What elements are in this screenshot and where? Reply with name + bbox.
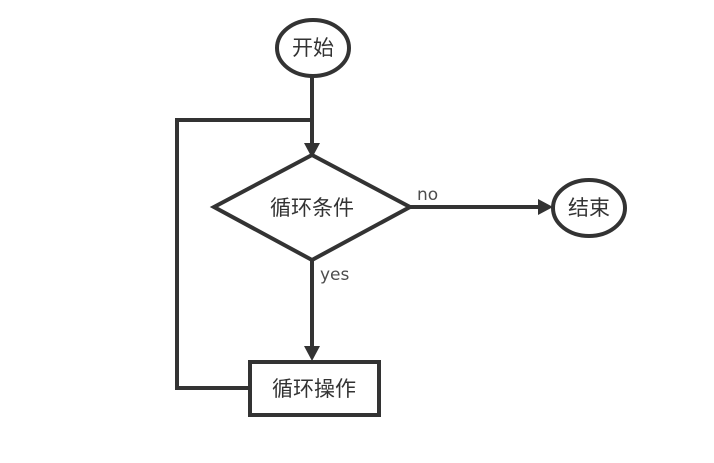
start-ellipse [275, 18, 351, 78]
arrowhead-down-into-condition [304, 143, 320, 158]
loop-operation-rect [248, 360, 381, 417]
node-loop-operation: 循环操作 [248, 360, 381, 417]
end-ellipse [551, 178, 627, 238]
end-label: 结束 [568, 196, 610, 220]
edge-loopback-line [175, 118, 312, 390]
loop-operation-label: 循环操作 [272, 377, 356, 401]
edge-label-yes: yes [320, 265, 350, 285]
loop-condition-diamond [209, 152, 415, 263]
arrowhead-right-into-end [538, 199, 553, 215]
arrowhead-down-into-operation [304, 346, 320, 361]
edge-condition-to-end: no [410, 185, 553, 215]
node-loop-condition: 循环条件 [209, 152, 415, 263]
loop-condition-label: 循环条件 [270, 196, 354, 220]
node-start: 开始 [275, 18, 351, 78]
edge-start-to-condition [304, 76, 320, 158]
node-end: 结束 [551, 178, 627, 238]
start-label: 开始 [292, 36, 334, 60]
edge-label-no: no [417, 185, 438, 205]
edge-condition-to-operation: yes [304, 260, 350, 361]
